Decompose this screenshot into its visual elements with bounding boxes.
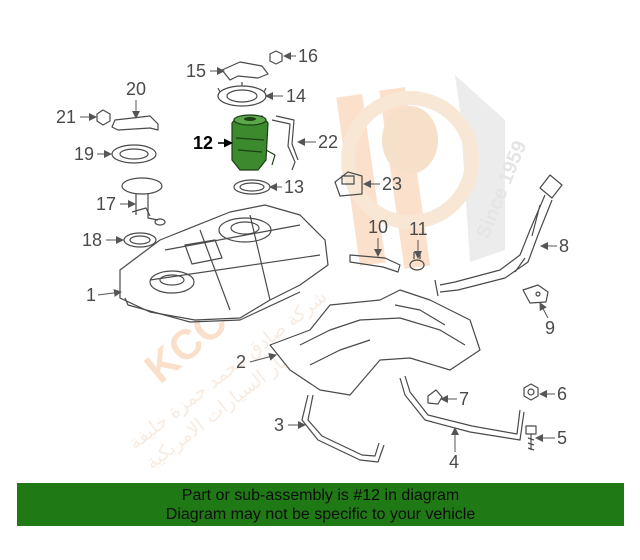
part-6-nut bbox=[523, 383, 539, 401]
watermark-gear-circle bbox=[341, 91, 479, 229]
leader-1 bbox=[97, 288, 122, 297]
watermark-grey-swoosh bbox=[455, 75, 505, 262]
part-14-lock-ring bbox=[217, 82, 267, 107]
part-7-clip bbox=[427, 389, 443, 405]
info-banner: Part or sub-assembly is #12 in diagram D… bbox=[17, 483, 624, 526]
part-1-fuel-tank bbox=[119, 204, 329, 323]
callout-5[interactable]: 5 bbox=[557, 428, 567, 448]
part-4-tank-strap bbox=[399, 375, 525, 441]
part-13-gasket bbox=[233, 179, 271, 195]
part-12-fuel-pump-module[interactable] bbox=[231, 114, 276, 171]
watermark-piston-icon bbox=[382, 106, 438, 174]
callout-11[interactable]: 11 bbox=[409, 219, 428, 239]
callout-19[interactable]: 19 bbox=[74, 144, 94, 164]
callout-15[interactable]: 15 bbox=[186, 61, 206, 81]
part-18-gasket bbox=[123, 232, 157, 248]
part-8-filler-pipe bbox=[434, 174, 563, 297]
part-3-tank-strap bbox=[301, 394, 385, 463]
part-17-level-sender bbox=[121, 177, 166, 226]
part-9-bracket bbox=[522, 284, 549, 304]
callout-18[interactable]: 18 bbox=[82, 230, 102, 250]
callout-21[interactable]: 21 bbox=[56, 107, 76, 127]
callout-20[interactable]: 20 bbox=[126, 79, 146, 99]
part-20-bracket bbox=[111, 115, 159, 131]
callout-6[interactable]: 6 bbox=[557, 384, 567, 404]
callout-14[interactable]: 14 bbox=[286, 86, 306, 106]
part-15-bracket bbox=[221, 61, 269, 81]
callout-13[interactable]: 13 bbox=[284, 177, 304, 197]
banner-line-1: Part or sub-assembly is #12 in diagram bbox=[181, 487, 460, 504]
callout-2[interactable]: 2 bbox=[236, 352, 246, 372]
leader-9 bbox=[539, 302, 549, 319]
leader-2 bbox=[249, 352, 277, 363]
callout-12[interactable]: 12 bbox=[193, 133, 213, 153]
callout-8[interactable]: 8 bbox=[559, 236, 569, 256]
callout-23[interactable]: 23 bbox=[382, 174, 402, 194]
part-21-nut bbox=[96, 109, 111, 126]
banner-line-2: Diagram may not be specific to your vehi… bbox=[165, 506, 476, 523]
part-2-heat-shield bbox=[269, 289, 481, 396]
part-16-nut bbox=[269, 50, 283, 65]
callout-22[interactable]: 22 bbox=[318, 132, 338, 152]
callout-4[interactable]: 4 bbox=[449, 452, 459, 472]
callout-10[interactable]: 10 bbox=[368, 217, 388, 237]
callout-9[interactable]: 9 bbox=[545, 318, 555, 338]
part-23-vent-valve bbox=[334, 171, 363, 197]
part-5-bolt bbox=[525, 425, 537, 451]
part-19-lock-ring bbox=[111, 144, 157, 164]
callout-labels: 1 2 3 4 5 6 7 8 9 10 11 12 13 14 15 16 1… bbox=[56, 46, 569, 472]
callout-16[interactable]: 16 bbox=[298, 46, 318, 66]
callout-7[interactable]: 7 bbox=[459, 389, 469, 409]
part-22-pipe bbox=[271, 115, 299, 171]
callout-3[interactable]: 3 bbox=[274, 415, 284, 435]
callout-1[interactable]: 1 bbox=[86, 285, 96, 305]
part-10-hose bbox=[349, 254, 401, 273]
callout-17[interactable]: 17 bbox=[96, 194, 116, 214]
